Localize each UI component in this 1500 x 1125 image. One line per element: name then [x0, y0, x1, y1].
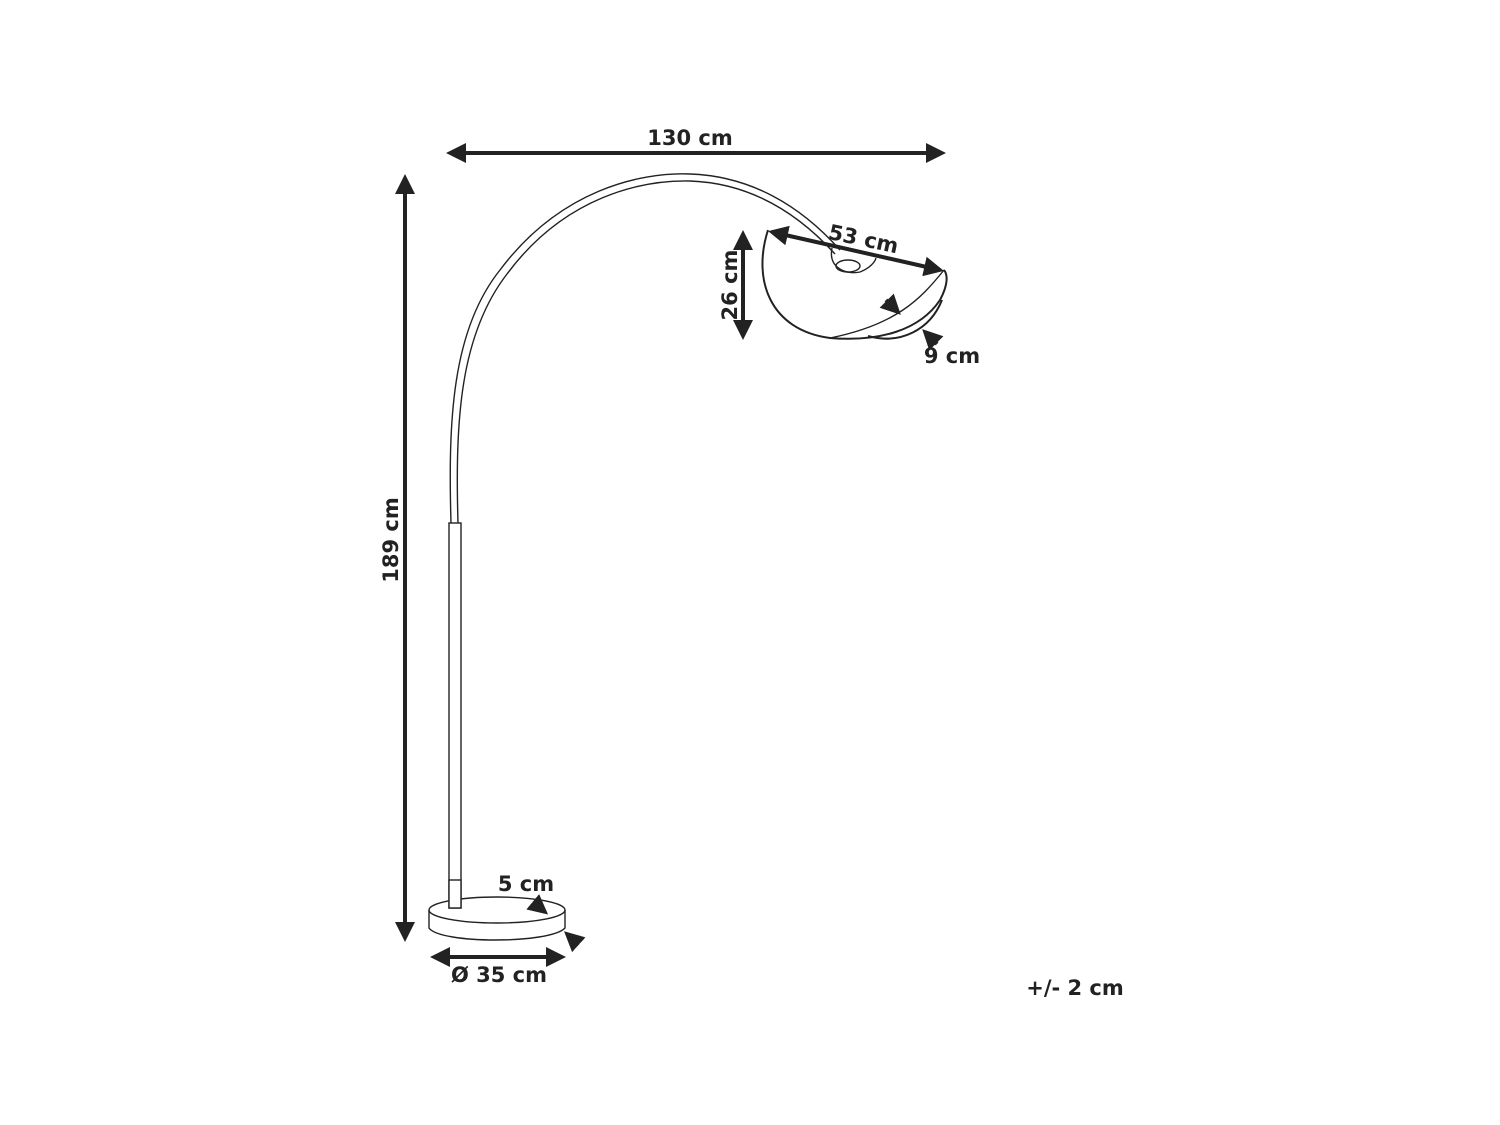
base-diameter-dimension: Ø 35 cm — [430, 947, 566, 987]
shade-depth-dimension: 9 cm — [879, 293, 980, 368]
width-label: 130 cm — [647, 126, 732, 150]
height-label: 189 cm — [379, 497, 403, 582]
height-dimension: 189 cm — [379, 174, 415, 942]
shade-height-label: 26 cm — [718, 250, 742, 321]
lamp-arc — [449, 173, 841, 524]
width-dimension: 130 cm — [446, 126, 946, 163]
base-diameter-label: Ø 35 cm — [451, 963, 547, 987]
shade-depth-label: 9 cm — [924, 344, 980, 368]
shade-width-dimension: 53 cm — [768, 220, 944, 277]
tolerance-note: +/- 2 cm — [1026, 976, 1124, 1000]
lamp-pole — [448, 522, 462, 909]
base-height-label: 5 cm — [498, 872, 554, 896]
shade-height-dimension: 26 cm — [718, 230, 753, 340]
lamp-base — [428, 879, 566, 941]
base-height-dimension: 5 cm — [498, 872, 586, 953]
